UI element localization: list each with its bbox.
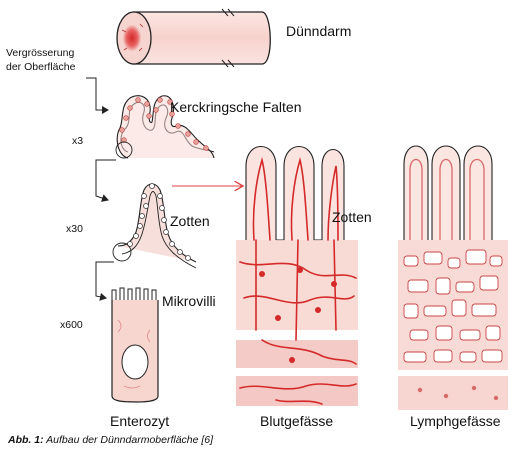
label-blutgefaesse: Blutgefässe [260,414,333,428]
label-enterozyt: Enterozyt [110,414,169,428]
magnification-label-line1: Vergrösserung [6,48,74,59]
enterocyte-drawing [112,288,158,402]
label-lymphgefaesse: Lymphgefässe [410,414,501,428]
label-x30: x30 [66,224,83,235]
blood-vessel-villi-drawing [236,147,358,407]
label-kerckring: Kerckringsche Falten [170,100,302,114]
caption-text: Aufbau der Dünndarmoberfläche [6] [46,434,213,446]
connector-line-1 [86,78,108,110]
label-x600: x600 [60,320,83,331]
label-zotten-left: Zotten [170,214,210,228]
label-duenndarm: Dünndarm [286,24,351,38]
label-x3: x3 [72,136,83,147]
label-zotten-right: Zotten [332,210,372,224]
figure-caption: Abb. 1: Aufbau der Dünndarmoberfläche [6… [8,434,213,446]
connector-line-3 [96,262,114,298]
small-intestine-drawing [117,9,270,67]
magnification-label-line2: der Oberfläche [6,62,75,73]
caption-prefix: Abb. 1: [8,434,44,446]
connector-line-2 [96,160,116,200]
lymph-vessel-villi-drawing [398,146,508,410]
label-mikrovilli: Mikrovilli [162,294,216,308]
